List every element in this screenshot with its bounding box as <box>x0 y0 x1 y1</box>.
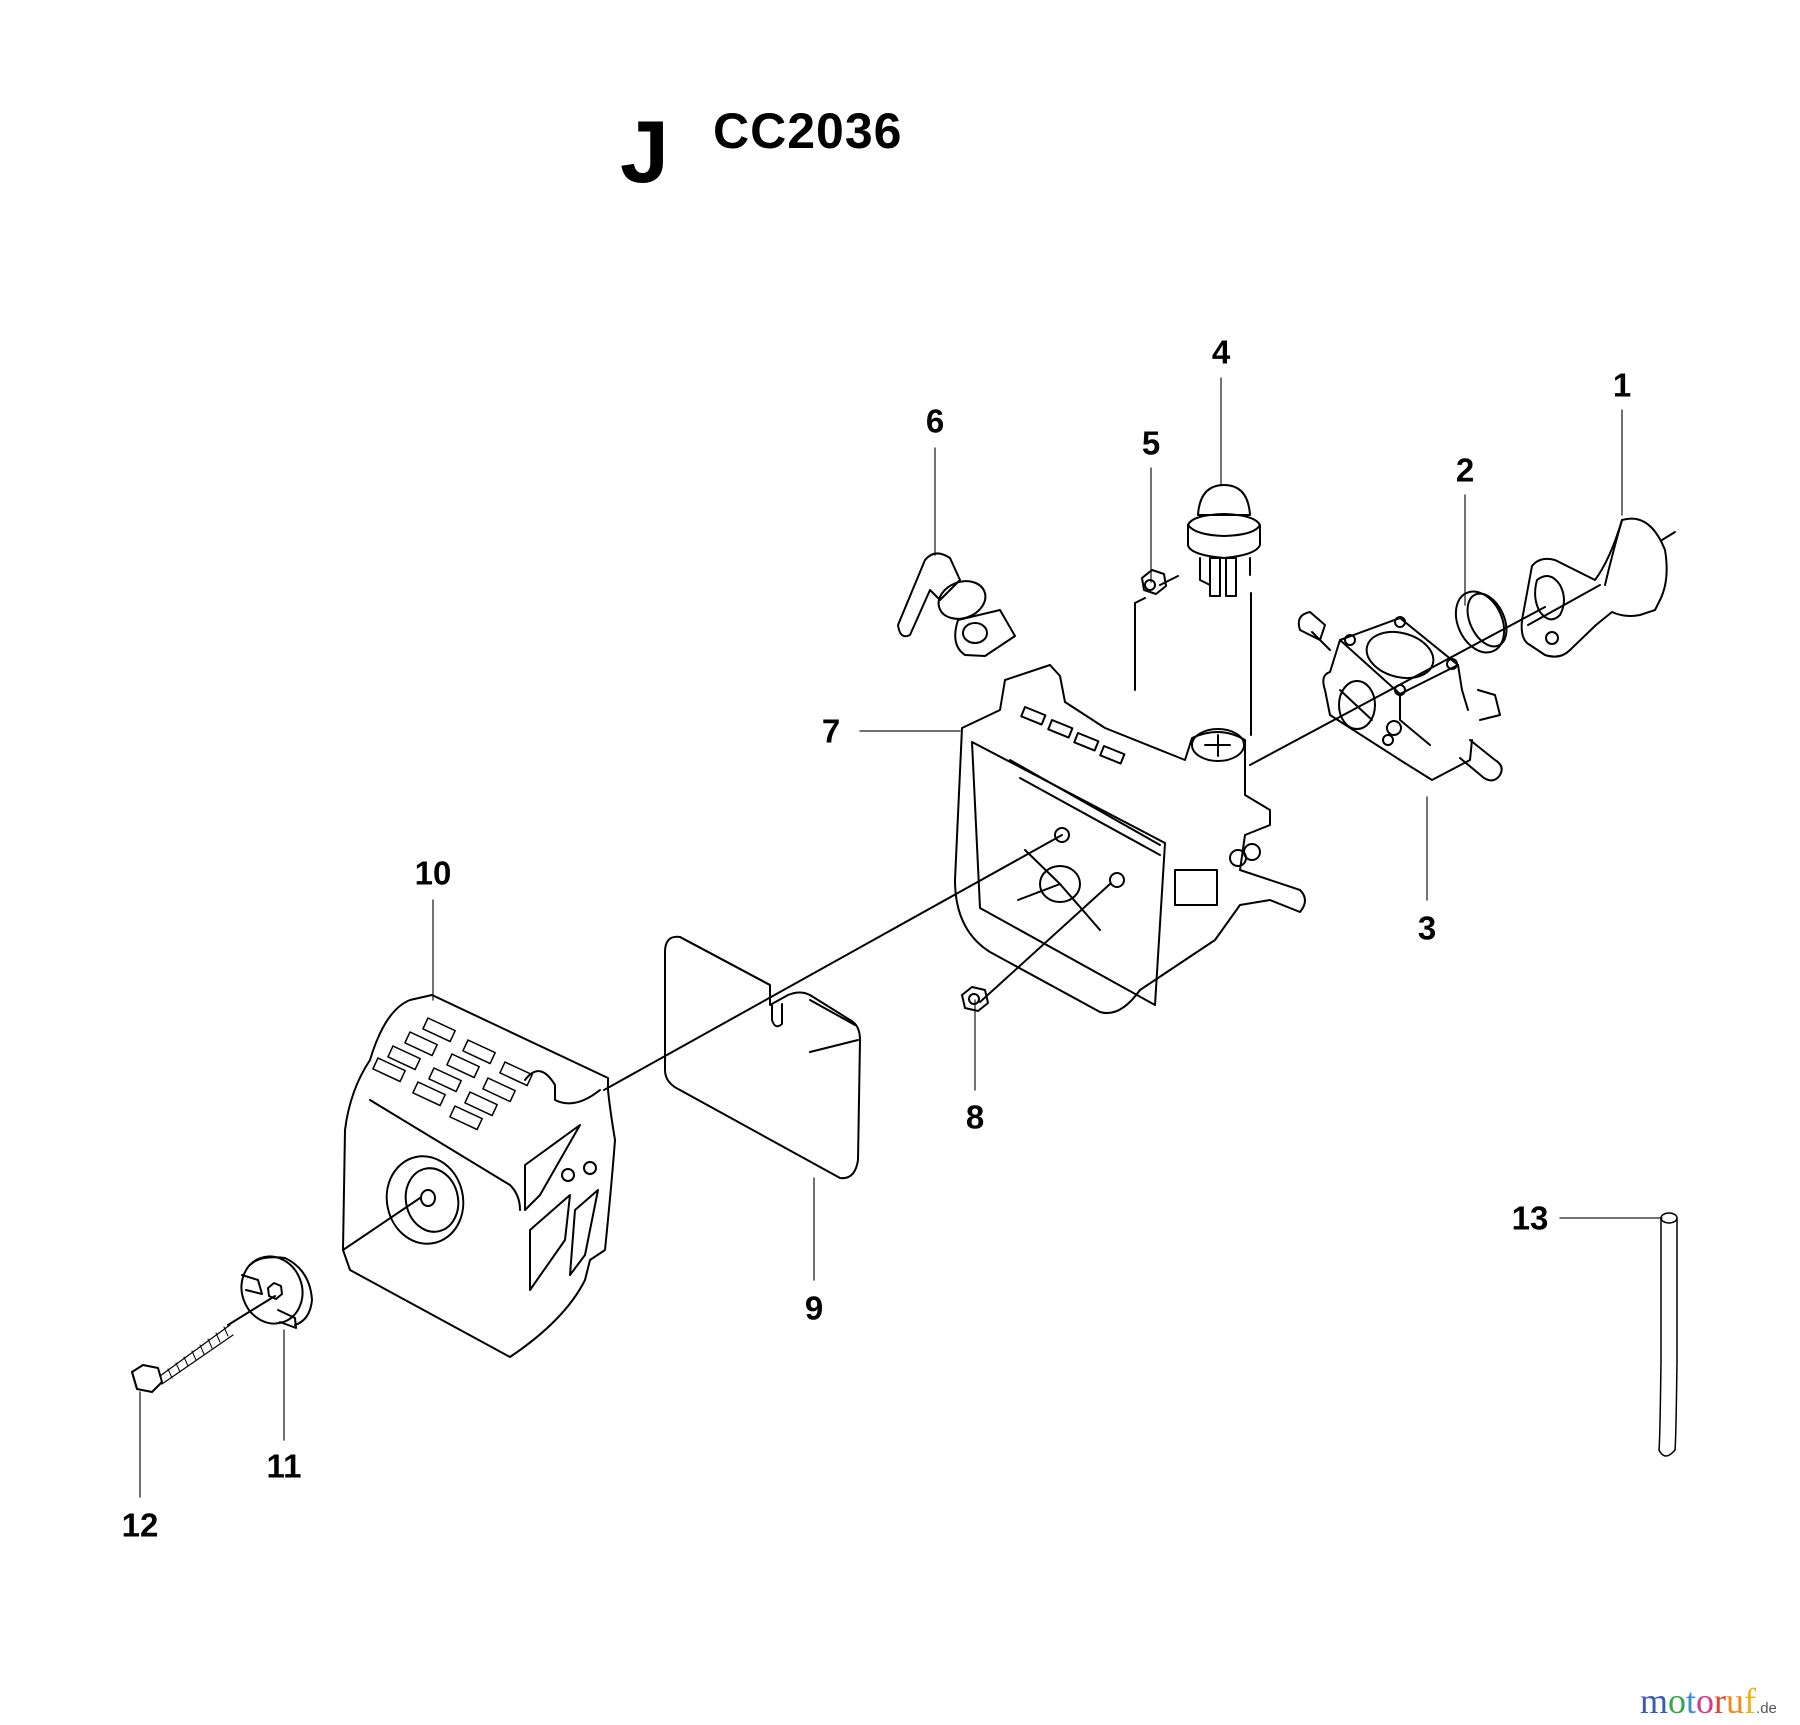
vent-slots <box>372 1017 533 1131</box>
part-13-tube <box>1658 1212 1678 1457</box>
watermark-letter: o <box>1696 1681 1715 1721</box>
callout-6: 6 <box>925 402 945 440</box>
part-7-filter-housing <box>954 664 1306 1014</box>
watermark-motoruf: motoruf.de <box>1640 1683 1777 1719</box>
part-11-knob <box>240 1255 313 1329</box>
part-8-nut <box>961 986 989 1012</box>
watermark-suffix: .de <box>1756 1700 1777 1717</box>
part-12-bolt <box>131 1324 234 1393</box>
watermark-letter: r <box>1714 1681 1727 1721</box>
section-letter: J <box>620 102 669 201</box>
part-9-filter-element <box>664 935 861 1180</box>
callout-10: 10 <box>414 854 452 892</box>
callout-9: 9 <box>804 1289 824 1327</box>
watermark-letter: u <box>1726 1681 1745 1721</box>
callout-12: 12 <box>121 1506 159 1544</box>
watermark-letter: o <box>1668 1681 1687 1721</box>
part-10-filter-cover <box>342 994 616 1358</box>
callout-3: 3 <box>1417 909 1437 947</box>
model-title: CC2036 <box>713 103 903 159</box>
callout-5: 5 <box>1141 424 1161 462</box>
callout-4: 4 <box>1211 333 1231 371</box>
part-2-ring <box>1454 590 1508 654</box>
part-3-carburetor <box>1297 611 1503 782</box>
part-6-choke-lever <box>897 552 1016 657</box>
watermark-letter: m <box>1640 1681 1669 1721</box>
callout-1: 1 <box>1612 366 1632 404</box>
leader-lines <box>139 377 1663 1498</box>
bolt-threads <box>167 1326 229 1379</box>
callout-7: 7 <box>821 712 841 750</box>
watermark-letter: t <box>1686 1681 1697 1721</box>
watermark-letter: f <box>1744 1681 1757 1721</box>
part-4-primer-bulb <box>1187 484 1261 597</box>
part-5-nut <box>1141 569 1167 595</box>
callout-13: 13 <box>1511 1199 1549 1237</box>
callout-8: 8 <box>965 1098 985 1136</box>
callout-2: 2 <box>1455 451 1475 489</box>
part-1-intake-adapter <box>1520 517 1676 658</box>
callout-11: 11 <box>266 1447 302 1485</box>
